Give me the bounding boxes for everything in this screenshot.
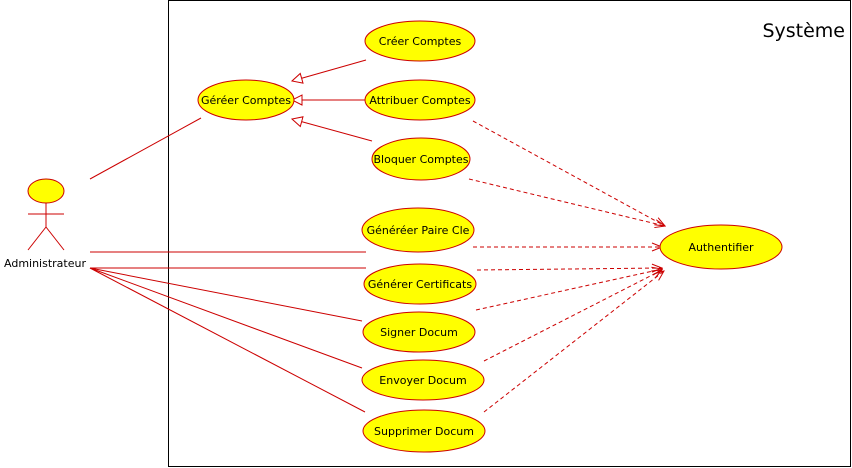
actor-right-leg <box>45 226 65 251</box>
use-case-label: Signer Docum <box>380 326 458 339</box>
use-case-shape <box>364 79 476 121</box>
use-case-label: Authentifier <box>688 241 754 254</box>
use-case-generer-paire-cle[interactable]: Généréer Paire Cle <box>361 207 475 253</box>
use-case-label: Envoyer Docum <box>379 374 466 387</box>
assoc-gerer-comptes <box>89 117 202 180</box>
assoc-signer-docum <box>89 267 363 322</box>
use-case-gerer-comptes[interactable]: Géréer Comptes <box>197 79 295 121</box>
use-case-shape <box>361 207 475 253</box>
use-case-shape <box>659 224 783 270</box>
use-case-envoyer-docum[interactable]: Envoyer Docum <box>361 359 485 401</box>
use-case-shape <box>362 409 486 453</box>
gen-bloquer-to-gerer <box>292 119 373 142</box>
dep-signer-auth <box>475 269 662 311</box>
use-case-generer-certificats[interactable]: Générer Certificats <box>363 263 477 305</box>
use-case-shape <box>361 359 485 401</box>
dep-bloquer-auth <box>468 178 665 226</box>
use-case-creer-comptes[interactable]: Créer Comptes <box>364 20 476 62</box>
use-case-label: Bloquer Comptes <box>374 153 469 166</box>
use-case-shape <box>371 137 471 181</box>
system-title: Système <box>762 20 845 42</box>
actor-head <box>27 178 65 204</box>
use-case-authentifier[interactable]: Authentifier <box>659 224 783 270</box>
use-case-label: Générer Certificats <box>368 278 472 291</box>
use-case-label: Supprimer Docum <box>374 425 474 438</box>
actor-label: Administrateur <box>4 257 86 270</box>
use-case-bloquer-comptes[interactable]: Bloquer Comptes <box>371 137 471 181</box>
use-case-supprimer-docum[interactable]: Supprimer Docum <box>362 409 486 453</box>
include-dependencies <box>468 120 665 413</box>
assoc-envoyer-docum <box>89 267 363 369</box>
use-case-shape <box>197 79 295 121</box>
gen-creer-to-gerer <box>292 59 367 81</box>
dep-attribuer-auth <box>472 120 665 226</box>
assoc-supprimer-docum <box>89 267 366 413</box>
actor-administrateur[interactable] <box>27 178 65 251</box>
use-case-signer-docum[interactable]: Signer Docum <box>362 311 476 353</box>
use-case-shape <box>362 311 476 353</box>
use-case-shape <box>363 263 477 305</box>
use-case-label: Créer Comptes <box>379 35 462 48</box>
dep-envoyer-auth <box>483 270 662 362</box>
generalizations <box>292 59 373 142</box>
actor-left-leg <box>27 226 47 251</box>
use-case-label: Attribuer Comptes <box>369 94 470 107</box>
use-case-shape <box>364 20 476 62</box>
use-case-attribuer-comptes[interactable]: Attribuer Comptes <box>364 79 476 121</box>
associations <box>89 117 366 413</box>
dep-supprimer-auth <box>483 271 664 413</box>
dep-certificats-auth <box>476 268 662 270</box>
use-case-label: Généréer Paire Cle <box>367 224 470 237</box>
system-boundary <box>168 0 851 467</box>
use-case-label: Géréer Comptes <box>201 94 291 107</box>
